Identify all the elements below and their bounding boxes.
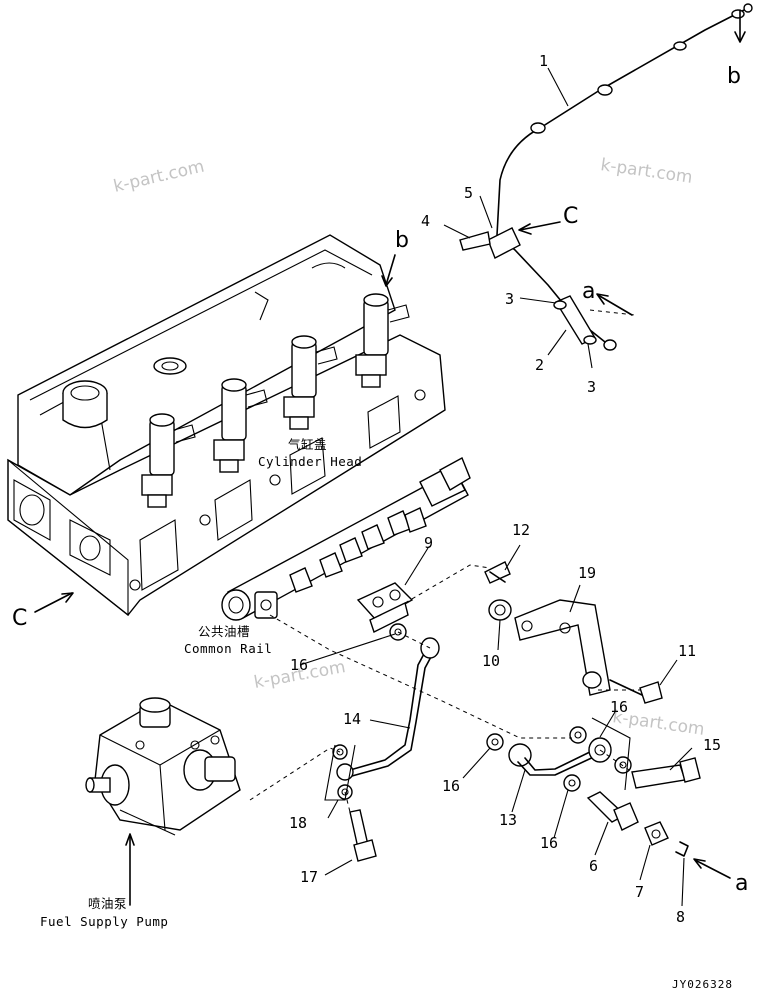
view-letters: b b C a C a <box>12 64 748 896</box>
callout-16-top: 16 <box>290 656 308 674</box>
injector-4 <box>355 293 410 388</box>
injector-3 <box>283 335 338 430</box>
part-7-nut <box>644 821 669 846</box>
part-9-clamp <box>356 582 414 633</box>
callout-3-lower: 3 <box>587 378 596 396</box>
callout-9: 9 <box>424 534 433 552</box>
caption-common-rail-cn: 公共油槽 <box>198 624 250 639</box>
callout-17: 17 <box>300 868 318 886</box>
callout-12: 12 <box>512 521 530 539</box>
part-17-bolt <box>349 809 377 862</box>
callout-10: 10 <box>482 652 500 670</box>
callout-numbers: 1 2 3 3 4 5 6 7 8 9 10 11 12 13 14 15 16… <box>289 52 721 926</box>
caption-fuel-pump-cn: 喷油泵 <box>88 896 127 911</box>
view-letter-b-injector: b <box>395 228 409 253</box>
part-13-pipe <box>508 737 612 776</box>
injector-1 <box>141 413 196 508</box>
callout-14: 14 <box>343 710 361 728</box>
callout-7: 7 <box>635 883 644 901</box>
view-letter-b-top: b <box>727 64 741 89</box>
callout-8: 8 <box>676 908 685 926</box>
fuel-supply-pump <box>85 697 241 836</box>
callout-4: 4 <box>421 212 430 230</box>
part-6-bolt <box>586 791 639 831</box>
callout-6: 6 <box>589 857 598 875</box>
callout-16-middle: 16 <box>442 777 460 795</box>
part-8-clip <box>675 841 689 857</box>
captions: 气缸盖 Cylinder Head 公共油槽 Common Rail 喷油泵 F… <box>40 437 733 991</box>
fuel-return-pipe <box>459 3 753 351</box>
view-letter-c-left: C <box>12 606 27 631</box>
view-arrows <box>34 9 746 906</box>
part-10-collar <box>488 599 512 621</box>
callout-18: 18 <box>289 814 307 832</box>
callout-5: 5 <box>464 184 473 202</box>
view-letter-c-right: C <box>563 204 578 229</box>
assembly-lines <box>249 309 640 813</box>
view-letter-a-hose: a <box>582 279 595 304</box>
callout-2: 2 <box>535 356 544 374</box>
caption-cylinder-head-cn: 气缸盖 <box>288 437 327 452</box>
part-15-bolt <box>631 757 701 789</box>
caption-fuel-pump-en: Fuel Supply Pump <box>40 914 168 929</box>
common-rail <box>221 457 471 621</box>
callout-16-bottom: 16 <box>540 834 558 852</box>
caption-common-rail-en: Common Rail <box>184 641 272 656</box>
callout-1: 1 <box>539 52 548 70</box>
watermark-top-right: k-part.com <box>599 155 693 188</box>
part-19-bracket <box>514 599 611 696</box>
callout-16-right: 16 <box>610 698 628 716</box>
drawing-code: JY026328 <box>672 978 733 991</box>
part-12-bolt <box>484 561 511 584</box>
callout-15: 15 <box>703 736 721 754</box>
watermark-top-left: k-part.com <box>112 157 207 197</box>
leader-lines <box>299 67 693 907</box>
callout-11: 11 <box>678 642 696 660</box>
callout-13: 13 <box>499 811 517 829</box>
cylinder-head <box>7 234 446 617</box>
view-letter-a-bottom: a <box>735 871 748 896</box>
caption-cylinder-head-en: Cylinder Head <box>258 454 362 469</box>
part-11-bolt <box>609 679 663 704</box>
callout-3-upper: 3 <box>505 290 514 308</box>
injector-2 <box>213 378 268 473</box>
callout-19: 19 <box>578 564 596 582</box>
